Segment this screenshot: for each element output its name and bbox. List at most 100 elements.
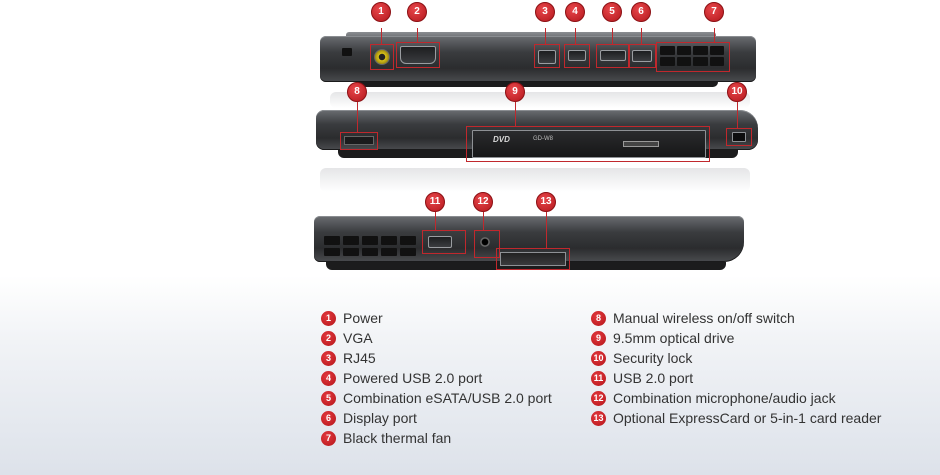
- legend-item: 6 Display port: [321, 408, 552, 428]
- legend-item: 12 Combination microphone/audio jack: [591, 388, 881, 408]
- legend-label: Combination eSATA/USB 2.0 port: [343, 390, 552, 406]
- callout-3-line: [545, 28, 546, 44]
- card-reader-slot: [500, 252, 566, 266]
- legend-label: Black thermal fan: [343, 430, 452, 446]
- display-port: [632, 50, 652, 62]
- callout-9-line: [515, 102, 516, 126]
- legend-right: 8 Manual wireless on/off switch 9 9.5mm op…: [591, 308, 881, 428]
- legend-number: 10: [591, 350, 606, 366]
- callout-7: 7: [704, 2, 724, 22]
- legend-number: 2: [321, 330, 336, 346]
- usb-highlight: [422, 230, 466, 254]
- legend-label: Security lock: [613, 350, 693, 366]
- legend-number: 6: [321, 410, 336, 426]
- optical-drive-tray: DVD GD-W8: [472, 130, 706, 158]
- legend-number: 1: [321, 310, 336, 326]
- audio-jack-highlight: [474, 230, 500, 258]
- callout-3: 3: [535, 2, 555, 22]
- left-side-view: 11 12 13: [310, 192, 750, 282]
- legend-item: 13 Optional ExpressCard or 5-in-1 card re…: [591, 408, 881, 428]
- legend-number: 11: [591, 370, 606, 386]
- rj45-port: [538, 50, 556, 64]
- laptop-diagram: 1 2 3 4 5 6 7 DVD GD-W8 8 9: [310, 2, 762, 282]
- callout-13: 13: [536, 192, 556, 212]
- power-highlight: [370, 44, 394, 70]
- display-port-highlight: [628, 44, 656, 68]
- power-jack: [374, 49, 390, 65]
- legend-item: 9 9.5mm optical drive: [591, 328, 881, 348]
- legend-label: Display port: [343, 410, 417, 426]
- legend-item: 8 Manual wireless on/off switch: [591, 308, 881, 328]
- right-side-view: DVD GD-W8 8 9 10: [312, 82, 762, 171]
- callout-12-line: [483, 212, 484, 230]
- legend-item: 5 Combination eSATA/USB 2.0 port: [321, 388, 552, 408]
- esata-usb-highlight: [596, 44, 630, 68]
- legend-label: VGA: [343, 330, 373, 346]
- callout-8: 8: [347, 82, 367, 102]
- callout-10-line: [737, 102, 738, 128]
- powered-usb-highlight: [564, 44, 590, 68]
- legend-item: 2 VGA: [321, 328, 552, 348]
- wireless-switch: [344, 136, 374, 145]
- left-vent-grille: [324, 236, 416, 256]
- legend-number: 4: [321, 370, 336, 386]
- legend-number: 12: [591, 390, 606, 406]
- callout-10: 10: [727, 82, 747, 102]
- usb-port: [428, 236, 452, 248]
- callout-7-line: [714, 28, 715, 42]
- callout-9: 9: [505, 82, 525, 102]
- drive-eject-button: [623, 141, 659, 147]
- audio-jack: [480, 237, 490, 247]
- legend-label: Optional ExpressCard or 5-in-1 card read…: [613, 410, 882, 426]
- legend-label: Power: [343, 310, 383, 326]
- callout-2: 2: [407, 2, 427, 22]
- callout-4-line: [575, 28, 576, 44]
- legend-label: Powered USB 2.0 port: [343, 370, 483, 386]
- legend-item: 7 Black thermal fan: [321, 428, 552, 448]
- legend-item: 1 Power: [321, 308, 552, 328]
- callout-1: 1: [371, 2, 391, 22]
- callout-5: 5: [602, 2, 622, 22]
- security-lock-slot: [732, 132, 746, 142]
- legend-label: 9.5mm optical drive: [613, 330, 735, 346]
- rj45-highlight: [534, 44, 560, 68]
- callout-11-line: [435, 212, 436, 230]
- powered-usb-port: [568, 50, 586, 61]
- callout-5-line: [612, 28, 613, 44]
- legend-number: 5: [321, 390, 336, 406]
- legend-number: 3: [321, 350, 336, 366]
- wireless-switch-highlight: [340, 132, 378, 150]
- right-side-reflection: [320, 168, 750, 192]
- left-side-foot: [326, 262, 726, 270]
- vga-port: [400, 46, 436, 64]
- legend-item: 4 Powered USB 2.0 port: [321, 368, 552, 388]
- card-reader-highlight: [496, 248, 570, 270]
- legend-number: 9: [591, 330, 606, 346]
- rear-foot: [358, 82, 718, 87]
- esata-usb-port: [600, 50, 626, 61]
- callout-6: 6: [631, 2, 651, 22]
- callout-2-line: [417, 28, 418, 42]
- callout-4: 4: [565, 2, 585, 22]
- legend-number: 7: [321, 430, 336, 446]
- legend-label: Combination microphone/audio jack: [613, 390, 836, 406]
- legend-label: Manual wireless on/off switch: [613, 310, 795, 326]
- thermal-fan-grille: [660, 46, 724, 66]
- legend-number: 8: [591, 310, 606, 326]
- rear-vent-left: [342, 48, 352, 56]
- callout-8-line: [357, 102, 358, 132]
- callout-12: 12: [473, 192, 493, 212]
- thermal-fan-highlight: [656, 42, 730, 72]
- callout-1-line: [381, 28, 382, 44]
- legend-number: 13: [591, 410, 606, 426]
- dvd-logo: DVD: [493, 135, 510, 144]
- security-lock-highlight: [726, 128, 752, 146]
- vga-highlight: [396, 42, 440, 68]
- callout-11: 11: [425, 192, 445, 212]
- rear-view: 1 2 3 4 5 6 7: [318, 2, 758, 90]
- rear-reflection: [330, 92, 750, 108]
- legend-item: 10 Security lock: [591, 348, 881, 368]
- legend-label: RJ45: [343, 350, 376, 366]
